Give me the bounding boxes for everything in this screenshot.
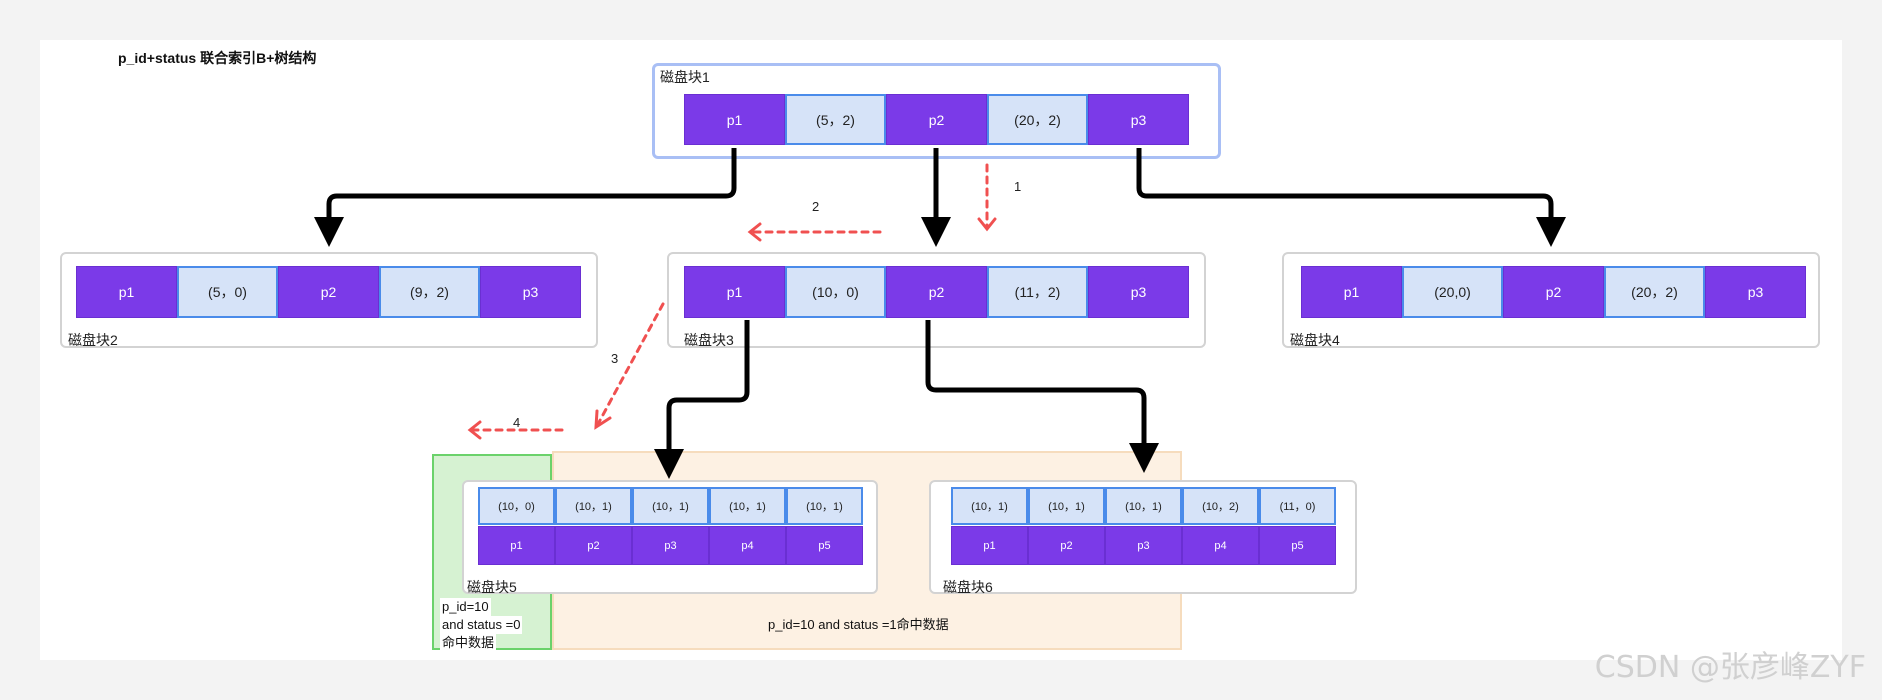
search-arrow-3 bbox=[596, 302, 665, 426]
arrow-b1-to-b4 bbox=[1136, 148, 1566, 247]
block-1-cell-5: p3 bbox=[1088, 94, 1189, 145]
block-2-cell-3: p2 bbox=[278, 266, 379, 318]
arrow-b1-to-b2 bbox=[314, 148, 737, 247]
block-3-cell-2: (10，0) bbox=[785, 266, 886, 318]
block-6-ptr-5: p5 bbox=[1259, 526, 1336, 565]
block-1-cell-3: p2 bbox=[886, 94, 987, 145]
block-6-key-3: (10，1) bbox=[1105, 487, 1182, 525]
block-4-cell-2: (20,0) bbox=[1402, 266, 1503, 318]
disk-block-5-label: 磁盘块5 bbox=[467, 579, 517, 595]
block-3-cell-3: p2 bbox=[886, 266, 987, 318]
step-label-3: 3 bbox=[611, 351, 619, 366]
block-5-key-2: (10，1) bbox=[555, 487, 632, 525]
disk-block-2-label: 磁盘块2 bbox=[68, 332, 118, 348]
watermark: CSDN @张彦峰ZYF bbox=[1594, 650, 1866, 685]
step-label-4: 4 bbox=[513, 415, 521, 430]
step-label-1: 1 bbox=[1014, 179, 1022, 194]
block-1-cell-1: p1 bbox=[684, 94, 785, 145]
block-6-ptr-2: p2 bbox=[1028, 526, 1105, 565]
note-status-0-line-3: 命中数据 bbox=[440, 634, 497, 652]
block-4-cell-5: p3 bbox=[1705, 266, 1806, 318]
block-3-cell-4: (11，2) bbox=[987, 266, 1088, 318]
block-1-cell-4: (20，2) bbox=[987, 94, 1088, 145]
block-5-ptr-2: p2 bbox=[555, 526, 632, 565]
block-2-cell-2: (5，0) bbox=[177, 266, 278, 318]
note-status-0-line-1: p_id=10 bbox=[440, 598, 491, 616]
block-5-ptr-4: p4 bbox=[709, 526, 786, 565]
step-label-2: 2 bbox=[812, 199, 820, 214]
disk-block-1-label: 磁盘块1 bbox=[660, 69, 710, 85]
block-1-cell-2: (5，2) bbox=[785, 94, 886, 145]
block-2-cell-4: (9，2) bbox=[379, 266, 480, 318]
block-3-cell-5: p3 bbox=[1088, 266, 1189, 318]
block-5-ptr-1: p1 bbox=[478, 526, 555, 565]
block-6-ptr-3: p3 bbox=[1105, 526, 1182, 565]
block-3-cell-1: p1 bbox=[684, 266, 785, 318]
disk-block-4-label: 磁盘块4 bbox=[1290, 332, 1340, 348]
block-5-ptr-3: p3 bbox=[632, 526, 709, 565]
block-5-key-1: (10，0) bbox=[478, 487, 555, 525]
block-5-key-4: (10，1) bbox=[709, 487, 786, 525]
block-6-key-2: (10，1) bbox=[1028, 487, 1105, 525]
block-6-ptr-4: p4 bbox=[1182, 526, 1259, 565]
block-6-key-1: (10，1) bbox=[951, 487, 1028, 525]
block-6-key-4: (10，2) bbox=[1182, 487, 1259, 525]
block-6-key-5: (11，0) bbox=[1259, 487, 1336, 525]
diagram-title: p_id+status 联合索引B+树结构 bbox=[118, 50, 317, 66]
block-5-key-3: (10，1) bbox=[632, 487, 709, 525]
block-4-cell-3: p2 bbox=[1503, 266, 1604, 318]
disk-block-3-label: 磁盘块3 bbox=[684, 332, 734, 348]
block-4-cell-1: p1 bbox=[1301, 266, 1402, 318]
disk-block-6-label: 磁盘块6 bbox=[943, 579, 993, 595]
block-5-ptr-5: p5 bbox=[786, 526, 863, 565]
block-4-cell-4: (20，2) bbox=[1604, 266, 1705, 318]
note-status-0-line-2: and status =0 bbox=[440, 616, 523, 634]
block-2-cell-1: p1 bbox=[76, 266, 177, 318]
note-status-0: p_id=10 and status =0 命中数据 bbox=[440, 598, 523, 652]
block-2-cell-5: p3 bbox=[480, 266, 581, 318]
arrow-b3-to-b6 bbox=[925, 320, 1159, 473]
block-6-ptr-1: p1 bbox=[951, 526, 1028, 565]
note-status-1: p_id=10 and status =1命中数据 bbox=[768, 617, 949, 632]
block-5-key-5: (10，1) bbox=[786, 487, 863, 525]
arrow-b3-to-b5 bbox=[654, 320, 750, 479]
